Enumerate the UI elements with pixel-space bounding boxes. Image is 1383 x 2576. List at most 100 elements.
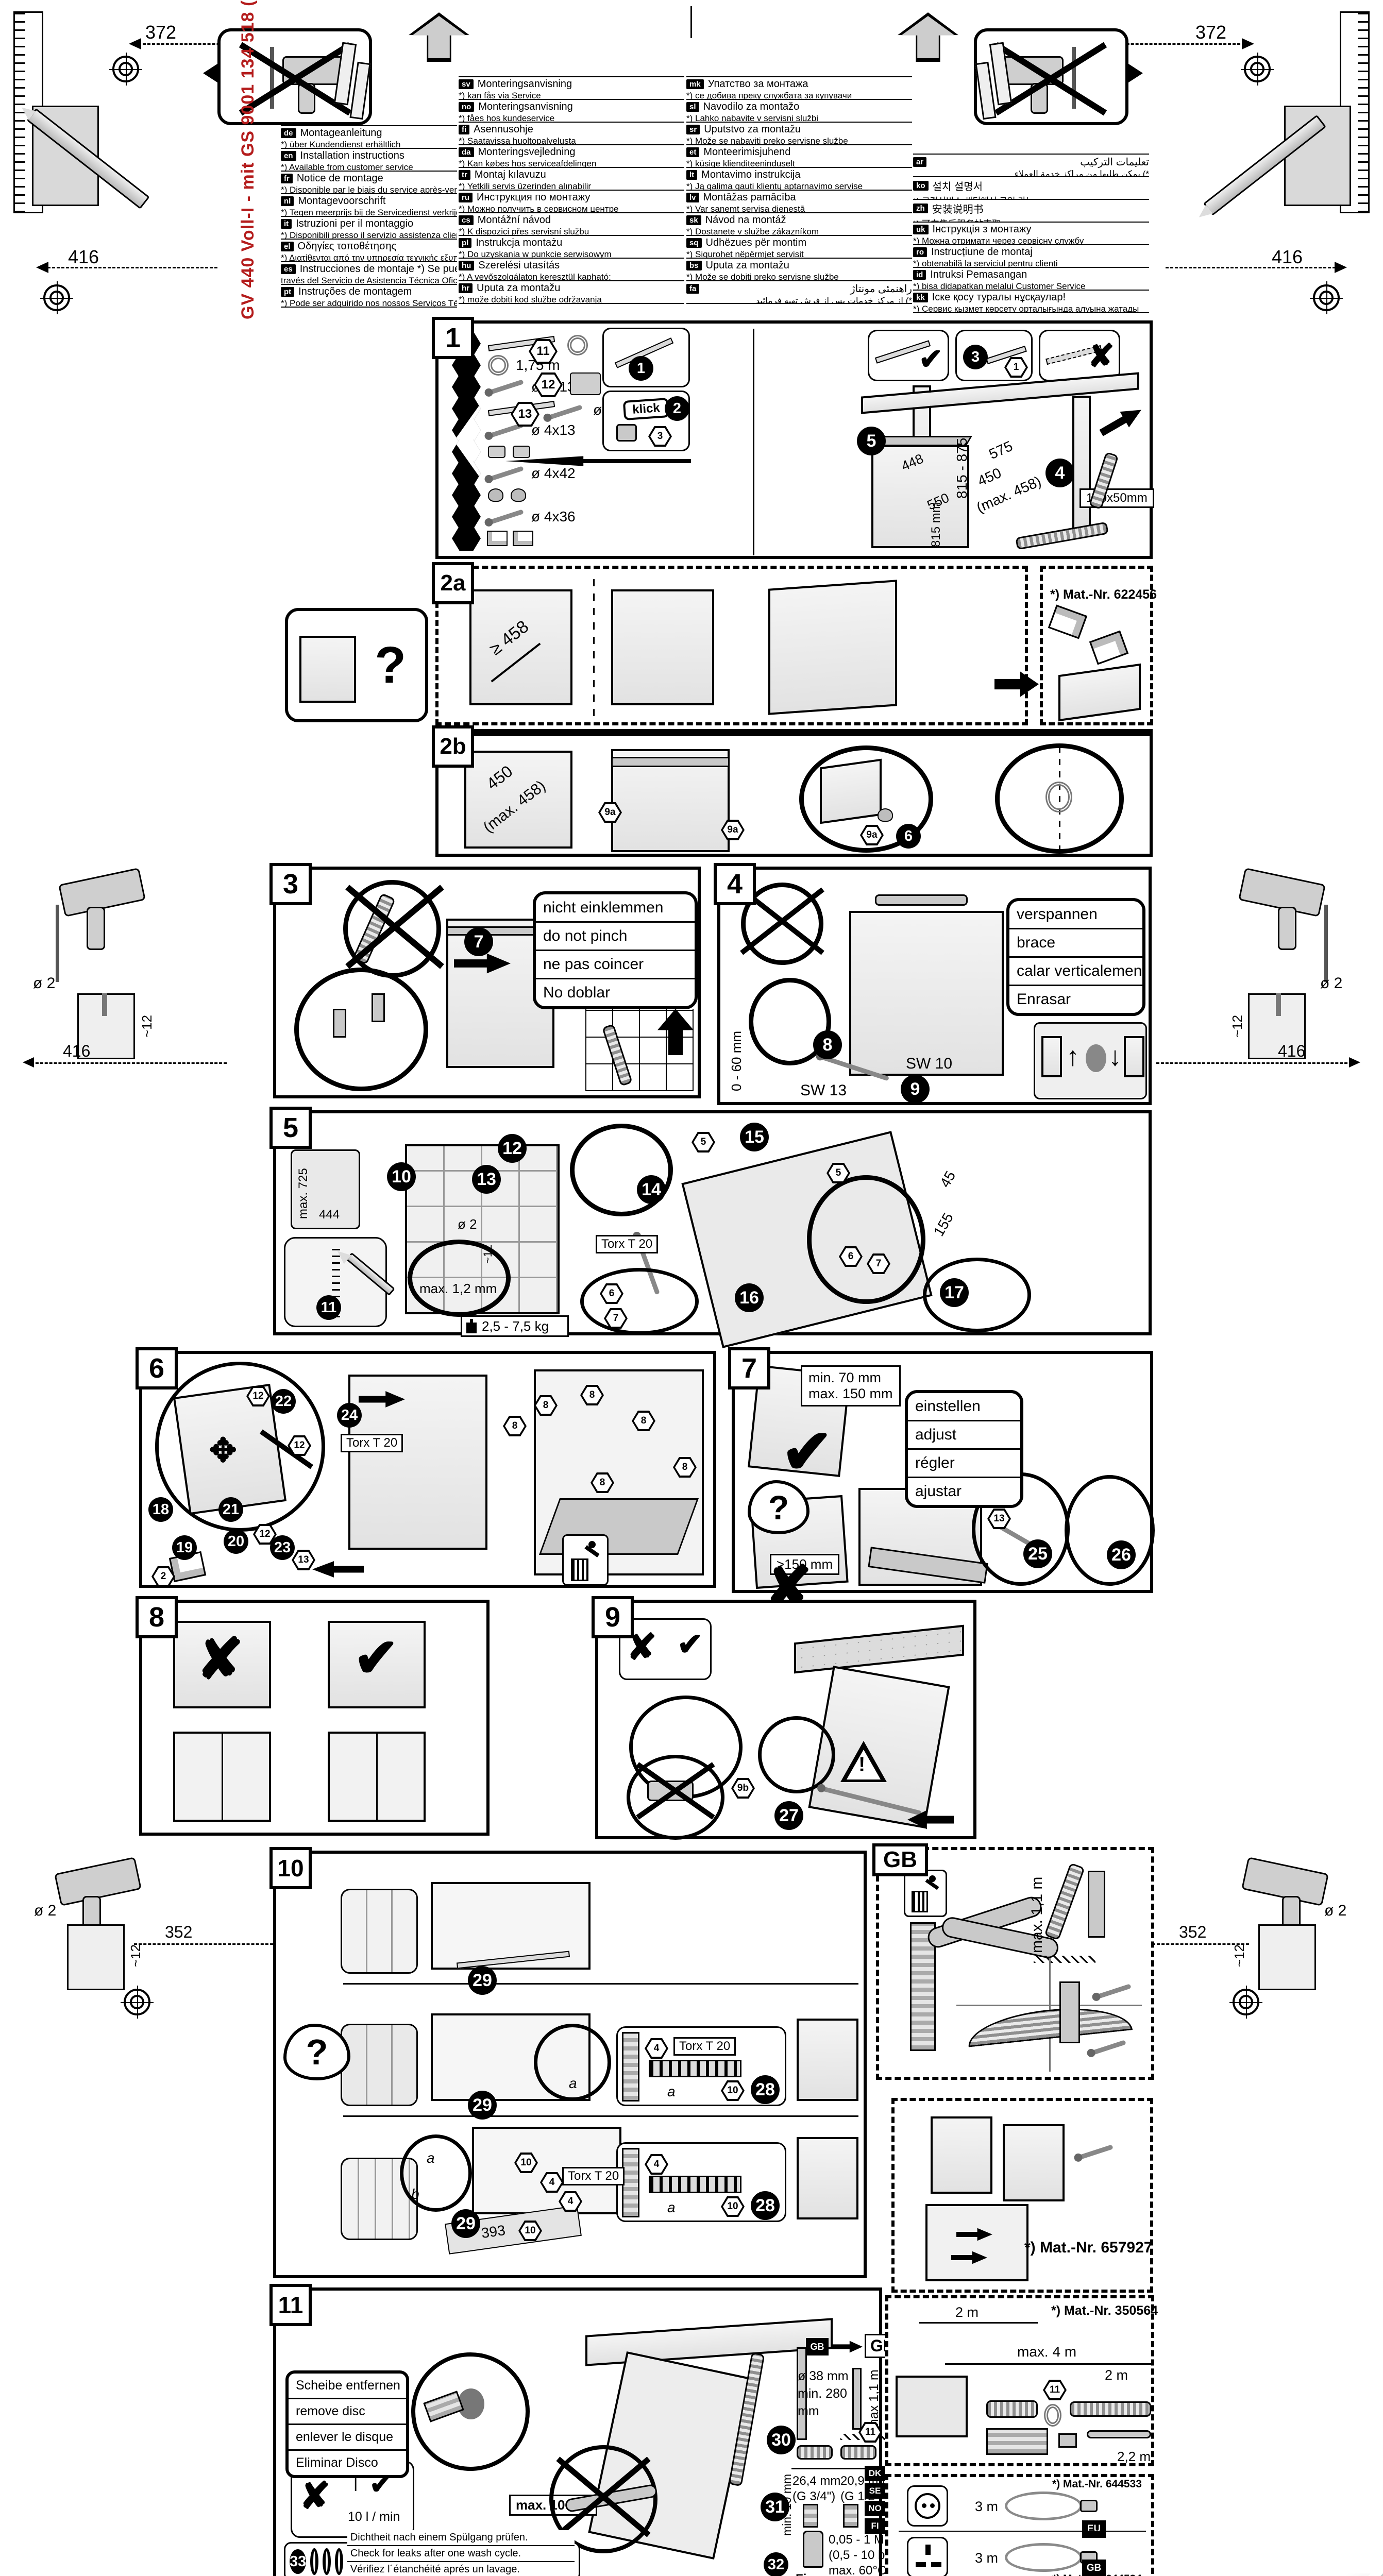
lang-code-badge: ro <box>913 247 927 257</box>
country-badge-dk: DK <box>865 2466 885 2481</box>
lang-title: Instrucciones de montaje *) Se puede adq… <box>299 263 457 275</box>
rotate-oval-icon <box>1086 1044 1106 1072</box>
lang-code-badge: cs <box>459 215 474 225</box>
screw-icon <box>488 379 524 395</box>
mat-nr-644533: *) Mat.-Nr. 644533 <box>1052 2478 1142 2490</box>
lang-code-badge: en <box>281 151 296 161</box>
down-arrow-glyph: ↓ <box>1108 1042 1122 1072</box>
lang-title: Montaj kılavuzu <box>474 169 546 180</box>
angle-bracket-icon <box>1089 630 1128 665</box>
target-v <box>57 281 58 314</box>
hole-depth-left: ~12 <box>139 1014 155 1038</box>
target-mark <box>121 1986 154 2019</box>
torx-label: Torx T 20 <box>596 1235 659 1253</box>
seq-arrow <box>832 2341 863 2353</box>
lang-code-badge: no <box>459 102 475 112</box>
mat-nr-657927: *) Mat.-Nr. 657927 <box>1024 2239 1153 2256</box>
step-circle: 21 <box>218 1497 243 1522</box>
bottle-icon <box>803 2531 823 2568</box>
mat-nr-644534: *) Mat.-Nr. 644534 <box>1052 2573 1142 2576</box>
spiral-edge-icon <box>622 2032 639 2102</box>
lang-title: Uputstvo za montažu <box>704 124 801 135</box>
label-es: ajustar <box>915 1483 962 1500</box>
lang-title: 설치 설명서 <box>932 181 983 193</box>
cabinet-corner-sketch <box>1058 663 1141 722</box>
dim-416-right: 416 <box>1272 246 1303 267</box>
remove-disc-box: Scheibe entfernen remove disc enlever le… <box>285 2370 409 2478</box>
warning-exclaim: ! <box>858 1753 866 1776</box>
ruler-ticks <box>1358 13 1368 212</box>
panel1-inset-step3: 3 1 <box>955 330 1033 381</box>
drill-handle <box>1278 907 1296 950</box>
appliance-icon <box>1041 1036 1062 1077</box>
lang-note: *) kan fås via Service <box>459 91 541 100</box>
lang-note: *) Можна отримати через сервісну службу <box>913 236 1084 245</box>
cord-length: 3 m <box>975 2550 999 2566</box>
lang-code-badge: lv <box>686 193 699 202</box>
part-note: ø 4x13 <box>531 422 576 438</box>
part-hex: 2 <box>151 1566 175 1587</box>
dim-line-416-left <box>47 267 217 268</box>
result-sketch <box>797 2137 858 2219</box>
cord-icon <box>1005 2543 1082 2572</box>
target-mark-416-left <box>40 281 73 314</box>
step-circle: 10 <box>387 1162 416 1191</box>
lang-title: Montavimo instrukcija <box>701 169 801 180</box>
step-circle: 5 <box>857 427 886 455</box>
lang-code-badge: it <box>281 219 292 229</box>
push-arrow-icon <box>1096 401 1146 442</box>
part-hex-11: 11 <box>1043 2380 1067 2400</box>
dim-line <box>1156 1062 1352 1064</box>
dim-g34: (G 3/4") <box>792 2489 836 2503</box>
dim-line-372-right <box>1080 43 1245 45</box>
mat-nr-350564: *) Mat.-Nr. 350564 <box>1051 2303 1158 2318</box>
panel-gb-label: GB <box>872 1843 928 1876</box>
lang-title: Szerelési utasítás <box>478 260 560 271</box>
lang-title: 安装说明书 <box>932 204 984 215</box>
label-es: Eliminar Disco <box>296 2455 378 2470</box>
standpipe-icon <box>852 2368 862 2430</box>
step-circle: 16 <box>735 1283 764 1312</box>
step-circle: 29 <box>468 1966 497 1995</box>
target-mark-right <box>1241 53 1274 86</box>
hose-adapter-icon <box>840 2445 876 2460</box>
drill-bit <box>270 47 274 109</box>
lang-note: *) može dobiti kod službe održavanja <box>459 295 602 304</box>
base-sketch <box>925 2204 1028 2281</box>
step-circle: 25 <box>1023 1539 1052 1568</box>
lang-code-badge: hr <box>459 283 473 293</box>
angle-bracket-icon <box>1048 604 1087 639</box>
step-circle: 29 <box>468 2091 497 2120</box>
page-fold <box>1309 2573 1371 2576</box>
panel-2a: ≥ 458 <box>435 566 1028 725</box>
lang-note: *) Može se nabaviti preko servisne služb… <box>686 136 848 145</box>
hole-dia-left: ø 2 <box>33 975 56 992</box>
hole-dia-right: ø 2 <box>1320 975 1343 992</box>
dim-372-left: 372 <box>145 22 177 43</box>
panel-5-label: 5 <box>269 1107 312 1149</box>
target-v <box>126 53 127 86</box>
trash-person-icon <box>588 1541 596 1548</box>
socket-pin <box>930 2503 935 2508</box>
lang-note: *) Disponible par le biais du service ap… <box>281 185 457 194</box>
trash-pictogram <box>904 1870 947 1917</box>
dim-372-right: 372 <box>1195 22 1227 43</box>
cabinet-ok-sketch <box>328 1621 426 1708</box>
lang-title: Notice de montage <box>296 173 383 184</box>
dim-155: 155 <box>930 1210 957 1239</box>
no-drill-callout-right <box>974 28 1128 125</box>
adjust-box: einstellen adjust régler ajustar <box>905 1390 1023 1508</box>
step-circle: 14 <box>637 1175 666 1204</box>
torx-label: Torx T 20 <box>341 1434 403 1452</box>
crop-mark-top <box>690 6 692 38</box>
lang-title: Monteringsanvisning <box>478 101 573 112</box>
cabinet-sketch <box>469 589 572 705</box>
lang-code-badge: bs <box>686 261 702 270</box>
step-circle: 4 <box>1045 459 1074 487</box>
